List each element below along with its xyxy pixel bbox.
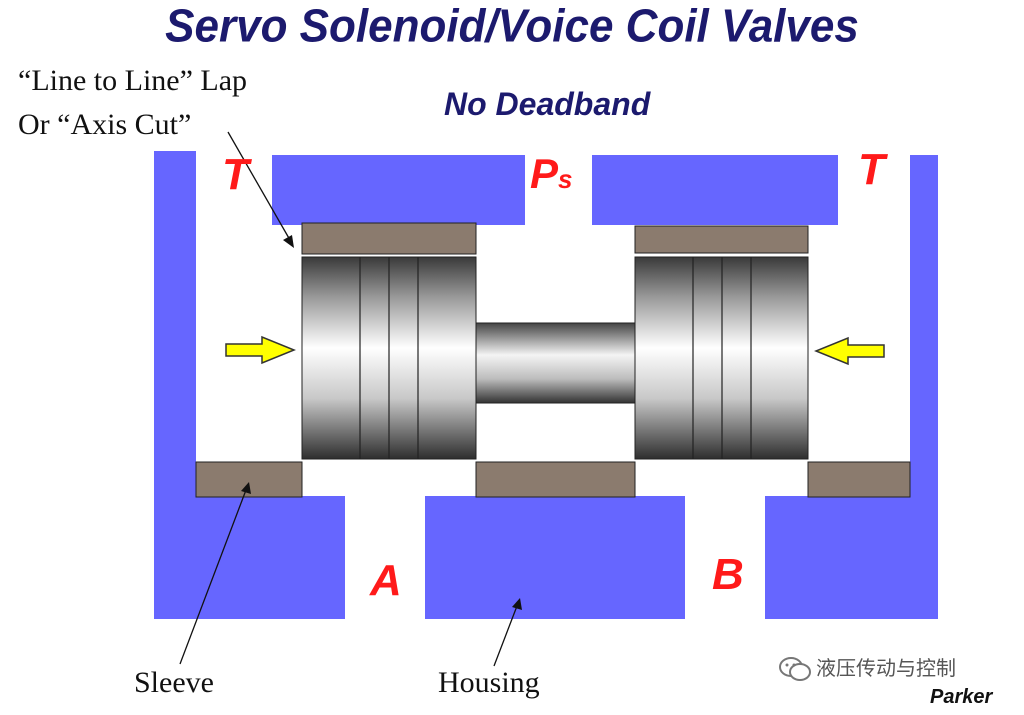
lap-label-line1: “Line to Line” Lap <box>18 64 248 97</box>
port-pressure: Ps <box>530 150 572 198</box>
spool-rod <box>473 322 637 404</box>
housing-top-right-block <box>592 155 838 225</box>
port-tank-right: T <box>858 145 885 194</box>
housing-left-wall <box>154 151 345 619</box>
sleeve-top-right <box>634 225 809 254</box>
sleeve-bottom-center <box>475 461 636 498</box>
wechat-icon <box>779 657 811 681</box>
housing-right-wall <box>765 155 938 619</box>
page-subtitle: No Deadband <box>444 86 651 122</box>
lap-label-line2: Or “Axis Cut” <box>18 108 192 141</box>
housing-bottom-center-block <box>425 496 685 619</box>
force-arrow-left-icon <box>225 335 296 365</box>
lap-leader-arrowhead <box>283 235 294 248</box>
port-pressure-sub: s <box>558 164 573 194</box>
sleeve-bottom-right <box>807 461 911 498</box>
port-a: A <box>370 556 402 605</box>
housing-leader-arrowhead <box>512 598 522 610</box>
port-tank-left: T <box>222 150 249 199</box>
spool <box>301 256 809 460</box>
watermark-text: 液压传动与控制 <box>816 656 956 680</box>
parker-logo: Parker <box>930 686 993 708</box>
force-arrow-right-icon <box>814 336 885 366</box>
sleeve-top-left <box>301 222 477 255</box>
sleeve-label: Sleeve <box>134 666 214 699</box>
sleeve-leader-line <box>179 489 247 665</box>
sleeve-leader-arrowhead <box>241 482 251 494</box>
port-pressure-main: P <box>530 150 559 197</box>
sleeve <box>195 222 911 498</box>
page-title: Servo Solenoid/Voice Coil Valves <box>165 0 859 53</box>
housing-label: Housing <box>438 666 540 699</box>
port-b: B <box>712 550 744 599</box>
housing-leader-line <box>493 605 518 667</box>
lap-leader-line <box>227 131 291 241</box>
housing <box>154 151 938 619</box>
housing-top-left-block <box>272 155 525 225</box>
